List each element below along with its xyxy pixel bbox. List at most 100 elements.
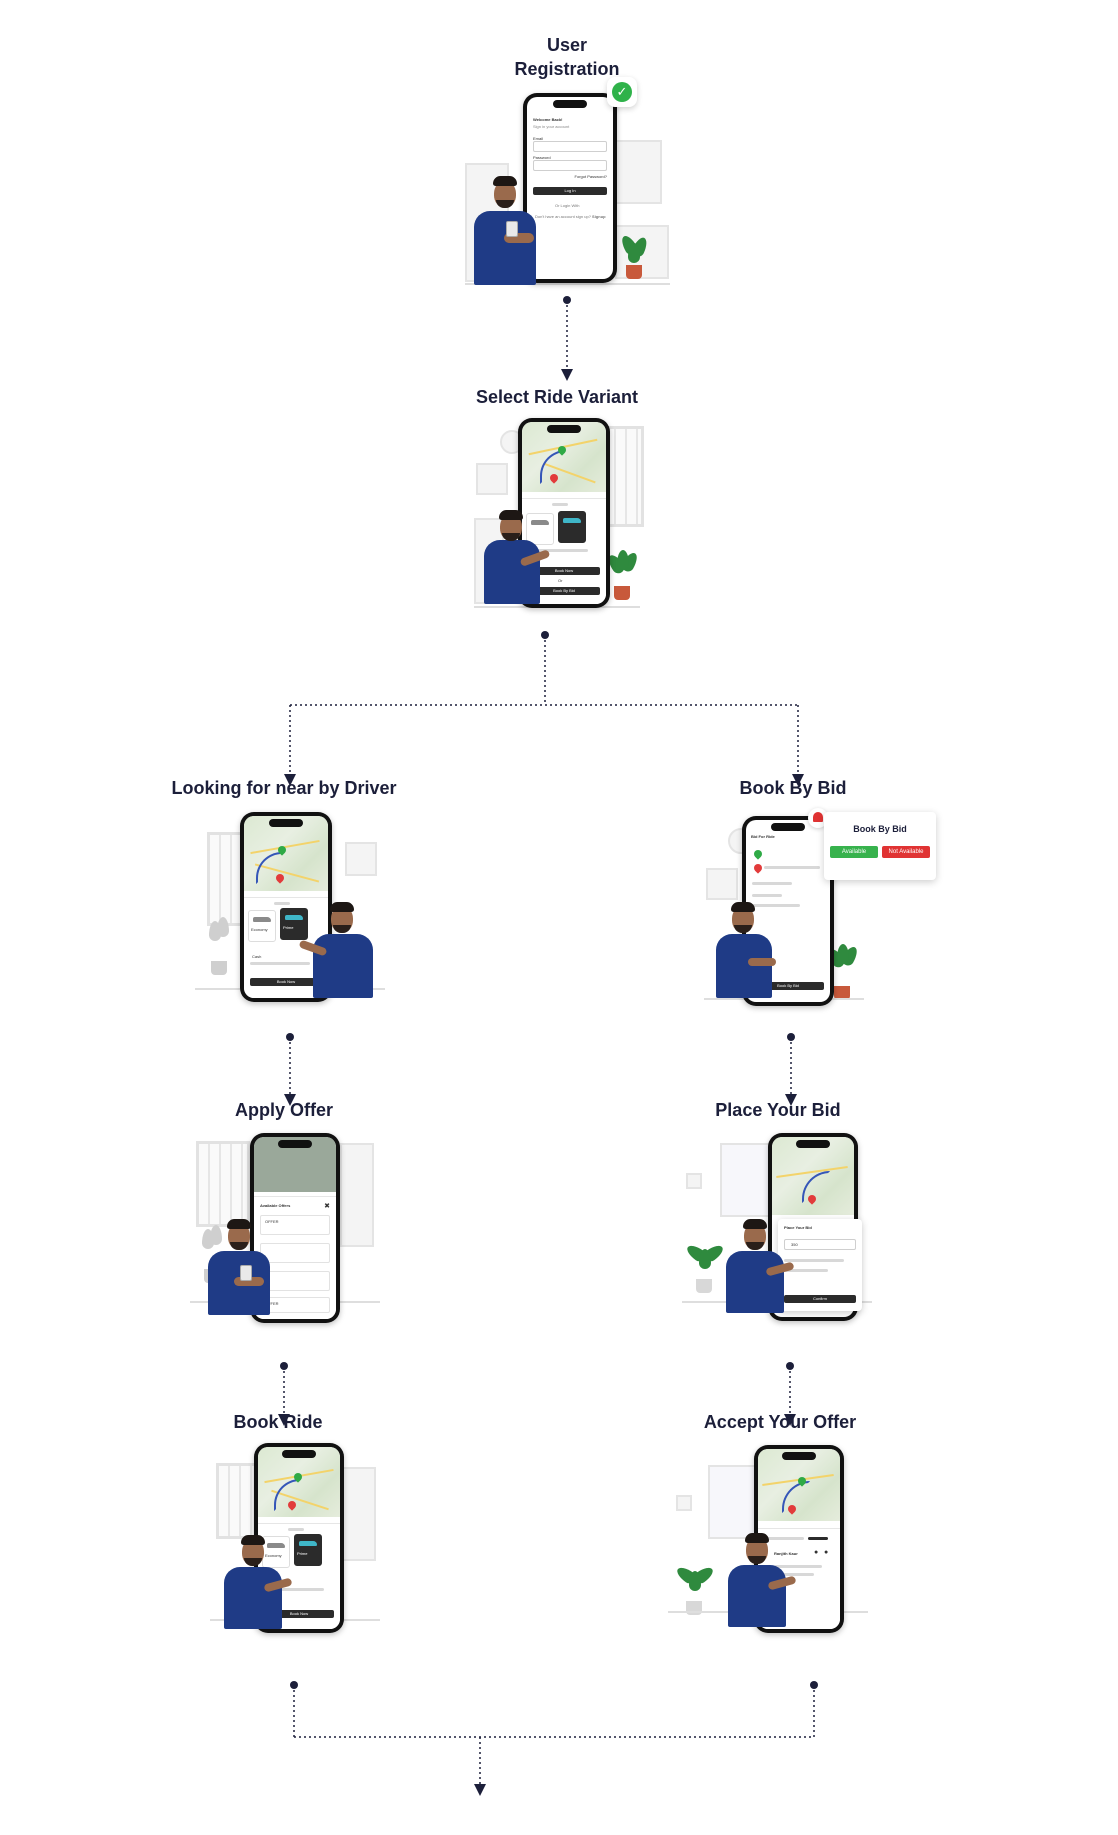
email-field[interactable] xyxy=(533,141,607,152)
step-title-line2: Registration xyxy=(514,59,620,79)
or-separator: Or xyxy=(558,578,563,583)
map-pin-icon xyxy=(752,862,764,874)
available-button[interactable]: Available xyxy=(830,846,878,858)
potted-plant xyxy=(618,233,650,279)
payment-cash[interactable]: Cash xyxy=(252,954,262,959)
offer-card[interactable]: OFFER xyxy=(260,1215,330,1235)
wall-frame xyxy=(610,140,662,204)
car-icon xyxy=(267,1543,285,1548)
scene-select-ride-variant: Book Now Or Book By Bid xyxy=(470,418,650,608)
offer-code: OFFER xyxy=(265,1301,279,1306)
car-prime-label: Prime xyxy=(283,925,294,930)
map-pin-icon xyxy=(752,848,764,860)
car-economy-label: Economy xyxy=(251,927,268,932)
wall-map-frame xyxy=(720,1143,774,1217)
car-option-economy[interactable]: Economy xyxy=(248,910,276,942)
scene-looking-for-driver: Economy Prime Cash Book Now xyxy=(195,812,385,1002)
potted-plant xyxy=(825,944,861,1000)
or-login-with: Or Login With xyxy=(555,203,580,208)
signup-link[interactable]: Signup xyxy=(592,214,606,219)
signup-prompt-text: Don't have an account sign up? xyxy=(535,214,591,219)
car-option-prime[interactable]: Prime xyxy=(294,1534,322,1566)
route-map xyxy=(522,422,606,492)
connector-dot xyxy=(280,1362,288,1370)
chat-icon[interactable]: ● xyxy=(814,1549,819,1556)
confirm-button[interactable]: Confirm xyxy=(784,1295,856,1303)
window xyxy=(196,1141,250,1227)
not-available-button[interactable]: Not Available xyxy=(882,846,930,858)
forgot-password-link[interactable]: Forgot Password? xyxy=(574,174,607,179)
person-pointing-phone xyxy=(220,1533,293,1629)
login-subheading: Sign in your account xyxy=(533,124,570,129)
check-circle-icon: ✓ xyxy=(607,77,637,107)
connector-dot xyxy=(286,1033,294,1041)
connector-dot xyxy=(563,296,571,304)
book-by-bid-popup: Book By Bid Available Not Available xyxy=(824,812,936,880)
connector-dot xyxy=(290,1681,298,1689)
password-label: Password xyxy=(533,155,551,160)
available-offers-title: Available Offers xyxy=(260,1203,291,1208)
car-prime-label: Prime xyxy=(297,1551,308,1556)
step-title-book-ride: Book Ride xyxy=(233,1412,323,1432)
car-option-prime[interactable] xyxy=(558,511,586,543)
wall-tiles xyxy=(340,1143,374,1247)
car-icon xyxy=(253,917,271,922)
connector-dot xyxy=(541,631,549,639)
book-now-button[interactable]: Book Now xyxy=(264,1610,334,1618)
person-holding-phone xyxy=(712,900,776,998)
person-pointing-phone xyxy=(480,508,551,604)
login-button[interactable]: Log In xyxy=(533,187,607,195)
potted-plant xyxy=(605,550,641,600)
signup-prompt: Don't have an account sign up? Signup xyxy=(535,214,606,219)
step-title-line1: User xyxy=(546,35,588,55)
book-by-bid-button[interactable]: Book By Bid xyxy=(528,587,600,595)
car-icon xyxy=(285,915,303,920)
floor-line xyxy=(465,283,670,285)
bid-amount: 350 xyxy=(791,1242,798,1247)
scene-accept-your-offer: Ranjith Kaur ● ● xyxy=(668,1445,868,1635)
scene-book-ride: Economy Prime Cash Book Now xyxy=(210,1443,380,1633)
car-option-economy[interactable]: Economy xyxy=(262,1536,290,1568)
step-title-book-by-bid: Book By Bid xyxy=(739,778,847,798)
route-map xyxy=(772,1137,854,1215)
car-option-prime[interactable]: Prime xyxy=(280,908,308,940)
bid-amount-input[interactable]: 350 xyxy=(784,1239,856,1250)
phone-login: Welcome Back! Sign in your account Email… xyxy=(523,93,617,283)
step-title-place-your-bid: Place Your Bid xyxy=(715,1100,841,1120)
car-icon xyxy=(531,520,549,525)
wall-tiles xyxy=(342,1467,376,1561)
phone-nearby-driver: Economy Prime Cash Book Now xyxy=(240,812,332,1002)
step-title-looking-for-driver: Looking for near by Driver xyxy=(171,778,397,798)
book-now-button[interactable]: Book Now xyxy=(250,978,322,986)
floor-lamp xyxy=(686,1173,702,1189)
connector-dot xyxy=(787,1033,795,1041)
route-map xyxy=(758,1449,840,1521)
wall-map-frame xyxy=(708,1465,762,1539)
scene-apply-offer: Available Offers ✖ OFFER OFFER xyxy=(190,1133,380,1323)
wall-frame xyxy=(706,868,738,900)
car-icon xyxy=(299,1541,317,1546)
route-map xyxy=(244,816,328,891)
car-icon xyxy=(563,518,581,523)
wall-tiles xyxy=(345,842,377,876)
bell-notification-icon xyxy=(808,808,828,828)
wall-frame xyxy=(476,463,508,495)
offer-code: OFFER xyxy=(265,1219,279,1224)
scene-place-your-bid: Place Your Bid 350 Confirm xyxy=(682,1133,872,1323)
floor-lamp xyxy=(676,1495,692,1511)
person-pointing-phone xyxy=(722,1217,795,1313)
scene-user-registration: Welcome Back! Sign in your account Email… xyxy=(460,77,680,285)
phone-call-icon[interactable]: ● xyxy=(824,1549,829,1556)
person-pointing-phone xyxy=(724,1531,797,1627)
book-now-button[interactable]: Book Now xyxy=(528,567,600,575)
car-economy-label: Economy xyxy=(265,1553,282,1558)
step-title-accept-your-offer: Accept Your Offer xyxy=(703,1412,857,1432)
car-option-economy[interactable] xyxy=(526,513,554,545)
book-by-bid-button[interactable]: Book By Bid xyxy=(752,982,824,990)
password-field[interactable] xyxy=(533,160,607,171)
driver-name: Ranjith Kaur xyxy=(774,1551,798,1556)
close-icon[interactable]: ✖ xyxy=(324,1203,330,1210)
connector-dot xyxy=(810,1681,818,1689)
person-holding-phone xyxy=(470,173,540,285)
